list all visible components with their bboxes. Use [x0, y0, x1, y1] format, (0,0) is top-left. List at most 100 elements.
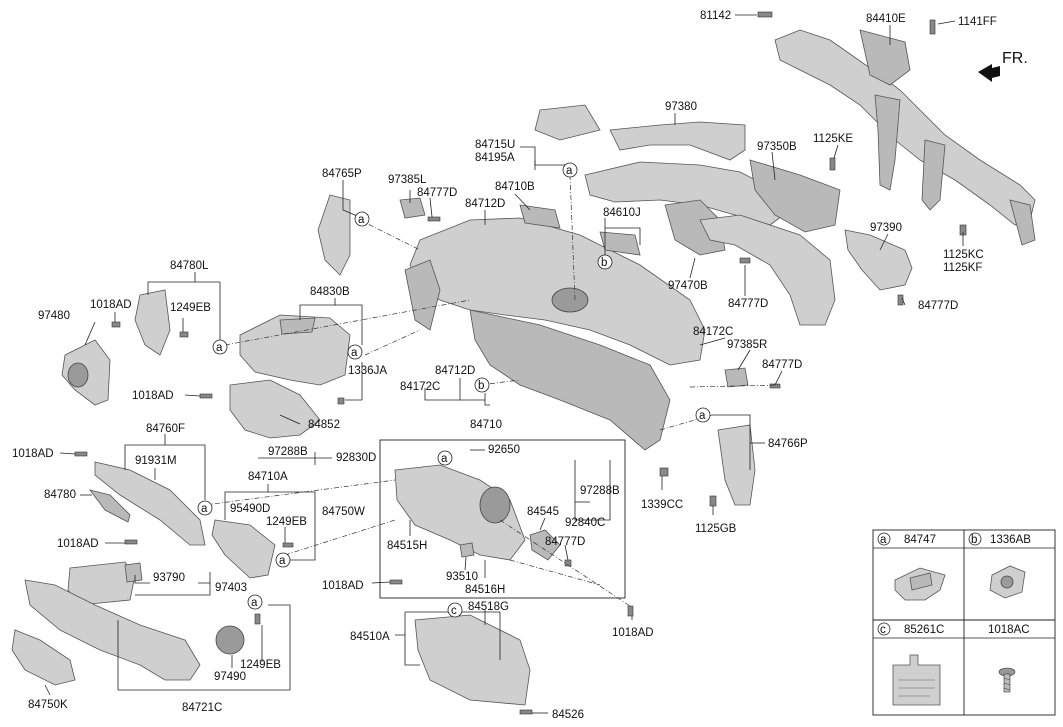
- glove-box-84510A: [414, 614, 531, 706]
- crash-pad-main: [404, 217, 706, 451]
- label-97288B-b: 97288B: [580, 485, 620, 497]
- label-84710A: 84710A: [248, 471, 288, 483]
- label-81142: 81142: [700, 10, 731, 22]
- vent-93790: [124, 562, 143, 583]
- label-97385R: 97385R: [727, 339, 767, 351]
- front-arrow-icon: [978, 64, 1000, 82]
- legend-table: a 84747 b 1336AB c 85261C 1018AC: [872, 529, 1056, 716]
- center-vent-97403: [67, 561, 136, 606]
- center-lower-84710A: [211, 519, 276, 579]
- label-84777D-c: 84777D: [918, 300, 958, 312]
- svg-text:a: a: [351, 347, 358, 359]
- svg-text:b: b: [478, 380, 484, 392]
- label-84545: 84545: [527, 506, 559, 518]
- svg-text:a: a: [566, 165, 573, 177]
- label-84750W: 84750W: [322, 506, 365, 518]
- air-duct-97380: [609, 121, 746, 161]
- label-1018AD-e: 1018AD: [322, 580, 364, 592]
- label-84610J: 84610J: [603, 207, 641, 219]
- label-1018AD-a: 1018AD: [90, 299, 132, 311]
- switch-93510: [459, 542, 475, 558]
- label-1249EB-a: 1249EB: [170, 302, 211, 314]
- label-97385L: 97385L: [388, 174, 427, 186]
- cowl-cross-bar: [774, 29, 1036, 246]
- label-97390: 97390: [870, 222, 902, 234]
- label-93510: 93510: [446, 571, 478, 583]
- label-84172C-b: 84172C: [400, 381, 440, 393]
- label-91931M: 91931M: [135, 455, 177, 467]
- group-box-84750W: [379, 439, 626, 599]
- svg-text:a: a: [441, 453, 448, 465]
- label-1125KF: 1125KF: [943, 262, 982, 274]
- side-cover-84766P: [717, 424, 756, 506]
- bracket-84610J: [599, 231, 641, 256]
- part-labels: 81142 84410E 1141FF FR. 97380 84715U 841…: [12, 10, 1028, 721]
- lower-panel-84760F: [94, 461, 206, 546]
- label-84777D-e: 84777D: [545, 536, 585, 548]
- label-92650: 92650: [488, 444, 520, 456]
- label-97288B-a: 97288B: [268, 446, 308, 458]
- label-84777D-b: 84777D: [728, 298, 768, 310]
- label-84710: 84710: [470, 419, 502, 431]
- label-84765P: 84765P: [322, 168, 362, 180]
- label-97350B: 97350B: [757, 141, 797, 153]
- label-84780L: 84780L: [170, 260, 209, 272]
- label-84750K: 84750K: [28, 699, 68, 711]
- svg-text:c: c: [451, 605, 457, 617]
- label-84852: 84852: [308, 419, 340, 431]
- legend-part-1018AC: 1018AC: [988, 624, 1030, 636]
- air-duct-97390: [844, 229, 913, 291]
- label-95490D: 95490D: [230, 503, 270, 515]
- label-84712D-a: 84712D: [465, 198, 505, 210]
- pad-84545: [529, 529, 561, 561]
- label-1125KC: 1125KC: [943, 249, 984, 261]
- label-84712D-b: 84712D: [435, 365, 475, 377]
- label-1018AD-c: 1018AD: [12, 448, 54, 460]
- label-84710B: 84710B: [495, 181, 535, 193]
- lower-cover-84780: [89, 489, 131, 523]
- label-84515H: 84515H: [387, 540, 427, 552]
- label-1018AD-f: 1018AD: [612, 627, 654, 639]
- label-92830D: 92830D: [336, 452, 376, 464]
- svg-text:a: a: [201, 503, 208, 515]
- label-84195A: 84195A: [475, 152, 515, 164]
- side-cover-84765P: [317, 194, 351, 276]
- label-84172C-a: 84172C: [693, 326, 733, 338]
- label-84715U: 84715U: [475, 139, 515, 151]
- label-84777D-a: 84777D: [417, 187, 457, 199]
- legend-part-85261C: 85261C: [904, 624, 944, 636]
- svg-text:a: a: [251, 597, 258, 609]
- screw-1018AC-icon: [998, 667, 1016, 693]
- legend-key-a: a: [880, 534, 887, 546]
- cluster-fascia: [229, 314, 351, 439]
- svg-text:a: a: [216, 342, 223, 354]
- svg-text:b: b: [601, 257, 607, 269]
- fasteners: [74, 11, 967, 715]
- label-97403: 97403: [215, 582, 247, 594]
- label-84830B: 84830B: [310, 286, 350, 298]
- legend-key-c: c: [880, 624, 886, 636]
- label-front: FR.: [1002, 50, 1028, 67]
- leader-lines: [44, 14, 964, 714]
- speaker-cover-84715U: [534, 104, 601, 141]
- lower-crash-pad-84721C: [24, 579, 201, 681]
- knee-cover-84750K: [11, 629, 76, 686]
- label-1141FF: 1141FF: [958, 16, 997, 28]
- label-92840C: 92840C: [565, 517, 605, 529]
- label-1249EB-b: 1249EB: [266, 516, 307, 528]
- side-vent-97385R: [724, 367, 749, 388]
- legend-key-b: b: [971, 534, 977, 546]
- label-84410E: 84410E: [866, 13, 906, 25]
- label-84766P: 84766P: [768, 438, 808, 450]
- label-84510A: 84510A: [350, 631, 390, 643]
- label-84760F: 84760F: [146, 423, 185, 435]
- label-1249EB-c: 1249EB: [240, 659, 281, 671]
- label-1125GB: 1125GB: [695, 523, 737, 535]
- center-bracket-84710B: [519, 204, 561, 229]
- main-air-duct: [584, 159, 841, 326]
- installation-lines: [204, 174, 781, 607]
- legend-part-1336AB: 1336AB: [990, 534, 1031, 546]
- label-1336JA: 1336JA: [348, 365, 387, 377]
